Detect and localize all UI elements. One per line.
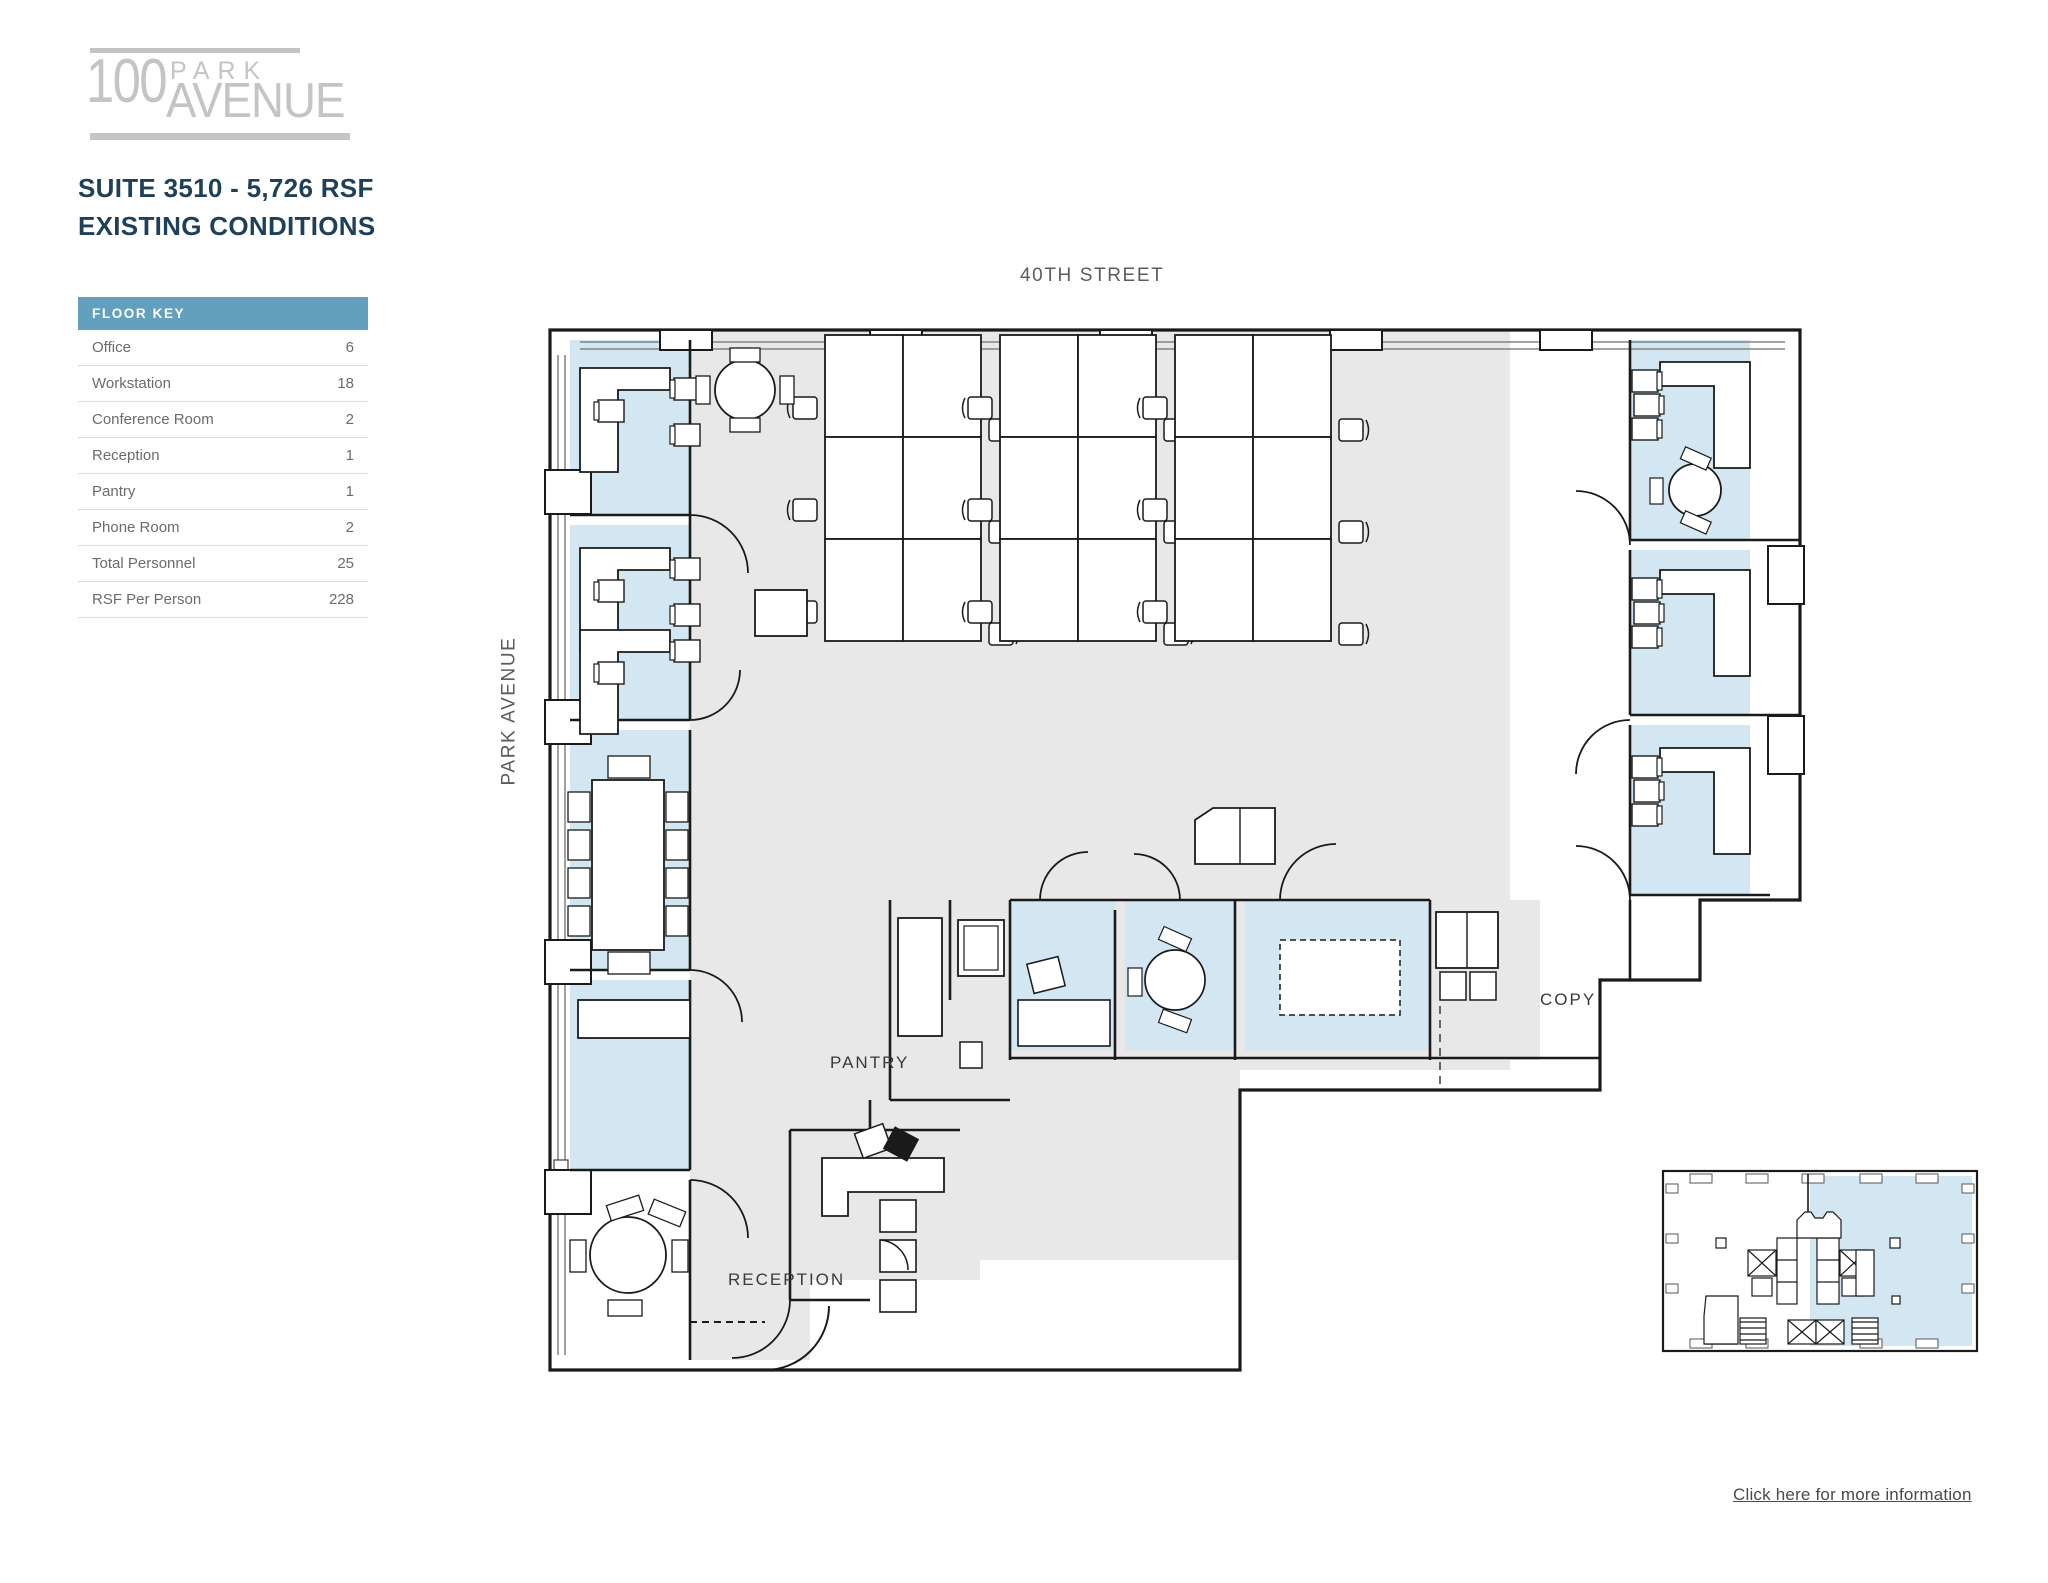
table-row: Pantry 1 xyxy=(78,473,368,511)
phone-room-furniture xyxy=(1017,955,1111,1047)
floor-plan-drawing: RECEPTION PANTRY COPY xyxy=(544,328,1805,1372)
suite-title: SUITE 3510 - 5,726 RSF xyxy=(78,173,374,203)
office-furniture-nw xyxy=(579,347,795,473)
logo-park: PARK xyxy=(170,57,269,85)
table-row: Total Personnel 25 xyxy=(78,545,368,583)
floor-key-body: Office 6 Workstation 18 Conference Room … xyxy=(78,330,368,619)
floor-key-header: FLOOR KEY xyxy=(78,297,368,331)
row-label-phone-room: Phone Room xyxy=(78,509,287,547)
row-value-rsf-per-person: 228 xyxy=(286,581,368,619)
table-row: Office 6 xyxy=(78,330,368,367)
more-information-link[interactable]: Click here for more information xyxy=(1733,1485,1972,1504)
floor-key-table: FLOOR KEY Office 6 Workstation 18 Confer… xyxy=(78,297,368,619)
logo-number: 100 xyxy=(86,47,168,116)
row-label-rsf-per-person: RSF Per Person xyxy=(78,581,287,619)
row-label-workstation: Workstation xyxy=(78,365,287,403)
logo-avenue: AVENUE xyxy=(166,74,345,128)
room-label-copy: COPY xyxy=(1540,990,1596,1009)
logo-rule-bottom xyxy=(90,133,350,140)
building-key-plan xyxy=(1660,1168,1980,1354)
interior-walls xyxy=(570,340,1800,1360)
row-value-total-personnel: 25 xyxy=(286,545,368,583)
open-area-element xyxy=(754,589,808,637)
office-furniture-w2 xyxy=(579,629,701,735)
table-row: Phone Room 2 xyxy=(78,509,368,547)
small-meeting-room-furniture xyxy=(1127,925,1206,1034)
columns-east xyxy=(1767,545,1805,775)
room-label-reception: RECEPTION xyxy=(728,1270,845,1289)
row-value-reception: 1 xyxy=(286,437,368,475)
office-furniture-ne xyxy=(1631,361,1751,535)
page-title: SUITE 3510 - 5,726 RSF EXISTING CONDITIO… xyxy=(78,170,418,245)
logo-rule-top xyxy=(90,48,300,53)
row-label-office: Office xyxy=(78,330,287,367)
street-label-park: PARK AVENUE xyxy=(498,636,520,786)
workstation-cluster xyxy=(786,334,1370,646)
row-label-conference-room: Conference Room xyxy=(78,401,287,439)
office-furniture-e1 xyxy=(1631,569,1751,677)
small-conference-furniture xyxy=(569,1194,689,1317)
row-value-phone-room: 2 xyxy=(286,509,368,547)
logo-wordmark: 100 PARK AVENUE xyxy=(78,47,370,131)
table-row: Workstation 18 xyxy=(78,365,368,403)
brand-logo: 100 PARK AVENUE xyxy=(78,48,370,140)
table-row: Reception 1 xyxy=(78,437,368,475)
row-label-total-personnel: Total Personnel xyxy=(78,545,287,583)
row-label-reception: Reception xyxy=(78,437,287,475)
pantry-furniture xyxy=(897,917,1005,1069)
door-swings xyxy=(689,490,1631,1359)
entry-door xyxy=(690,1305,830,1371)
row-value-workstation: 18 xyxy=(286,365,368,403)
info-panel: 100 PARK AVENUE SUITE 3510 - 5,726 RSF E… xyxy=(78,48,418,619)
condition-title: EXISTING CONDITIONS xyxy=(78,210,376,241)
copier-open-area xyxy=(1194,807,1276,865)
row-value-office: 6 xyxy=(286,330,368,367)
table-row: RSF Per Person 228 xyxy=(78,581,368,619)
row-label-pantry: Pantry xyxy=(78,473,287,511)
key-plan-drawing xyxy=(1661,1169,1979,1353)
table-row: Conference Room 2 xyxy=(78,401,368,439)
office-furniture-e2 xyxy=(1631,747,1751,855)
street-label-40th: 40TH STREET xyxy=(1020,265,1165,286)
copy-room-furniture xyxy=(1279,911,1499,1090)
reception-furniture xyxy=(821,1122,945,1313)
room-label-pantry: PANTRY xyxy=(830,1053,909,1072)
conference-room-furniture xyxy=(567,755,691,1039)
floor-plan: 40TH STREET PARK AVENUE xyxy=(498,265,1960,1420)
row-value-conference-room: 2 xyxy=(286,401,368,439)
row-value-pantry: 1 xyxy=(286,473,368,511)
